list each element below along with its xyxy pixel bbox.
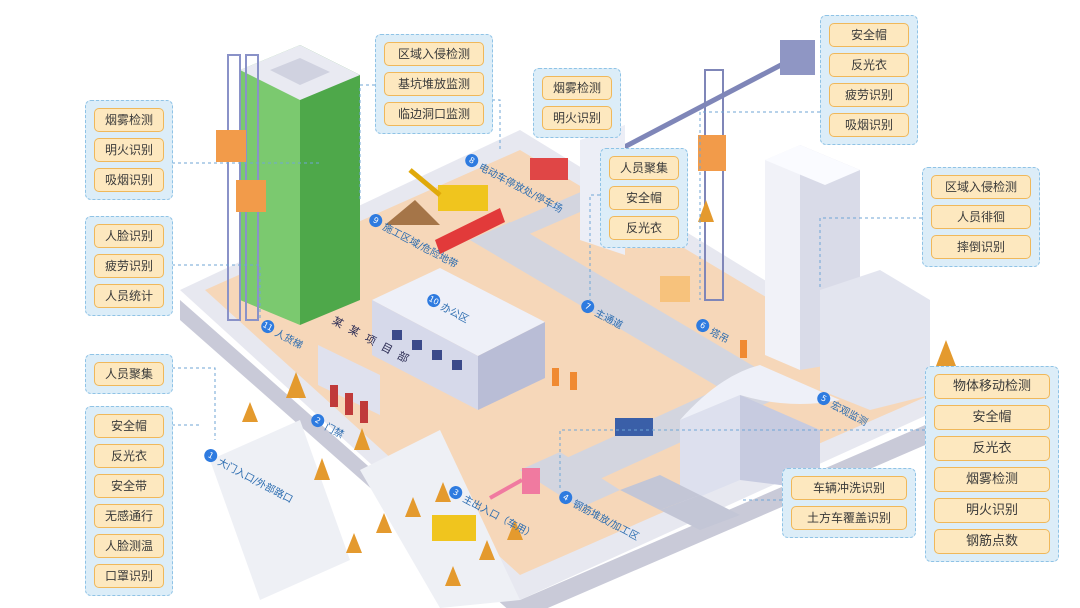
tag-face-temperature: 人脸测温	[94, 534, 164, 558]
outside-walkway	[210, 420, 350, 600]
crane-cab	[698, 135, 726, 171]
tag-fire-recognition: 明火识别	[542, 106, 612, 130]
tag-reflective-vest: 反光衣	[829, 53, 909, 77]
sand-pile	[385, 200, 440, 225]
entrance-barrier-post	[522, 468, 540, 494]
tag-area-intrusion: 区域入侵检测	[931, 175, 1031, 199]
tag-smoke-detection: 烟雾检测	[542, 76, 612, 100]
entrance-barrier-arm	[489, 478, 523, 500]
tag-vehicle-wash: 车辆冲洗识别	[791, 476, 907, 500]
connector-lines	[172, 84, 925, 501]
hoist-cabin	[216, 130, 246, 162]
tag-contactless-pass: 无感通行	[94, 504, 164, 528]
green-building-roof-block	[270, 58, 330, 85]
office-front	[372, 300, 478, 410]
panel-left-mid: 人脸识别 疲劳识别 人员统计	[85, 216, 173, 316]
entrance-road	[520, 452, 620, 508]
safety-fence	[435, 208, 505, 254]
hoist-cabin-2	[236, 180, 266, 212]
white-building-front	[765, 145, 800, 370]
tag-loitering: 人员徘徊	[931, 205, 1031, 229]
tag-people-count: 人员统计	[94, 284, 164, 308]
panel-top-mid: 区域入侵检测 基坑堆放监测 临边洞口监测	[375, 34, 493, 134]
worker	[740, 340, 747, 358]
tag-safety-belt: 安全带	[94, 474, 164, 498]
tag-crowd-gathering: 人员聚集	[94, 362, 164, 386]
trees	[242, 200, 956, 586]
tag-pit-stacking: 基坑堆放监测	[384, 72, 484, 96]
office-window	[432, 350, 442, 360]
tag-fire-recognition: 明火识别	[94, 138, 164, 162]
tag-fatigue-recognition: 疲劳识别	[829, 83, 909, 107]
worker	[552, 368, 559, 386]
tag-mask-recognition: 口罩识别	[94, 564, 164, 588]
tag-fall-detection: 摔倒识别	[931, 235, 1031, 259]
tag-reflective-vest: 反光衣	[609, 216, 679, 240]
low-building	[820, 270, 930, 410]
crane-mast	[704, 69, 724, 301]
tag-smoking-recognition: 吸烟识别	[829, 113, 909, 137]
excavator	[438, 185, 488, 211]
office-window	[452, 360, 462, 370]
warehouse-front	[680, 395, 740, 505]
tag-reflective-vest: 反光衣	[94, 444, 164, 468]
worker	[570, 372, 577, 390]
panel-bottom-vehicle: 车辆冲洗识别 土方车覆盖识别	[782, 468, 916, 538]
tag-smoke-detection: 烟雾检测	[934, 467, 1050, 492]
gate-turnstile	[360, 401, 368, 423]
panel-right-mid: 区域入侵检测 人员徘徊 摔倒识别	[922, 167, 1040, 267]
office-window	[392, 330, 402, 340]
tag-crowd-gathering: 人员聚集	[609, 156, 679, 180]
panel-top-smoke: 烟雾检测 明火识别	[533, 68, 621, 138]
office-roof	[372, 268, 545, 356]
panel-left-bottom: 安全帽 反光衣 安全带 无感通行 人脸测温 口罩识别	[85, 406, 173, 596]
crane-counterweight	[780, 40, 815, 75]
tag-smoking-recognition: 吸烟识别	[94, 168, 164, 192]
tag-object-movement: 物体移动检测	[934, 374, 1050, 399]
warehouse-roof	[680, 365, 840, 420]
rebar-pile	[620, 475, 700, 510]
tag-reflective-vest: 反光衣	[934, 436, 1050, 461]
red-truck	[530, 158, 568, 180]
site-platform-side	[180, 300, 960, 608]
green-building-front	[240, 45, 300, 325]
excavator-arm	[408, 168, 442, 197]
flatbed-truck	[615, 418, 653, 436]
main-road	[470, 222, 760, 388]
tag-helmet: 安全帽	[94, 414, 164, 438]
tag-edge-opening: 临边洞口监测	[384, 102, 484, 126]
tag-truck-cover: 土方车覆盖识别	[791, 506, 907, 530]
panel-crane: 安全帽 反光衣 疲劳识别 吸烟识别	[820, 15, 918, 145]
green-building-side	[300, 45, 360, 325]
panel-left-single: 人员聚集	[85, 354, 173, 394]
gate-turnstile	[345, 393, 353, 415]
tag-rebar-count: 钢筋点数	[934, 529, 1050, 554]
material-boxes	[660, 276, 690, 302]
gate-turnstile	[330, 385, 338, 407]
panel-center: 人员聚集 安全帽 反光衣	[600, 148, 688, 248]
tag-fatigue-recognition: 疲劳识别	[94, 254, 164, 278]
tag-area-intrusion: 区域入侵检测	[384, 42, 484, 66]
warehouse-side	[740, 395, 820, 490]
panel-left-top: 烟雾检测 明火识别 吸烟识别	[85, 100, 173, 200]
tag-fire-recognition: 明火识别	[934, 498, 1050, 523]
tag-helmet: 安全帽	[934, 405, 1050, 430]
tag-helmet: 安全帽	[609, 186, 679, 210]
dump-truck	[432, 515, 476, 541]
office-side	[478, 322, 545, 410]
rebar-pile	[660, 495, 740, 530]
gate-building	[318, 345, 380, 415]
tag-helmet: 安全帽	[829, 23, 909, 47]
tag-face-recognition: 人脸识别	[94, 224, 164, 248]
office-window	[412, 340, 422, 350]
panel-right-bottom: 物体移动检测 安全帽 反光衣 烟雾检测 明火识别 钢筋点数	[925, 366, 1059, 562]
white-building-roof	[765, 145, 860, 185]
tag-smoke-detection: 烟雾检测	[94, 108, 164, 132]
